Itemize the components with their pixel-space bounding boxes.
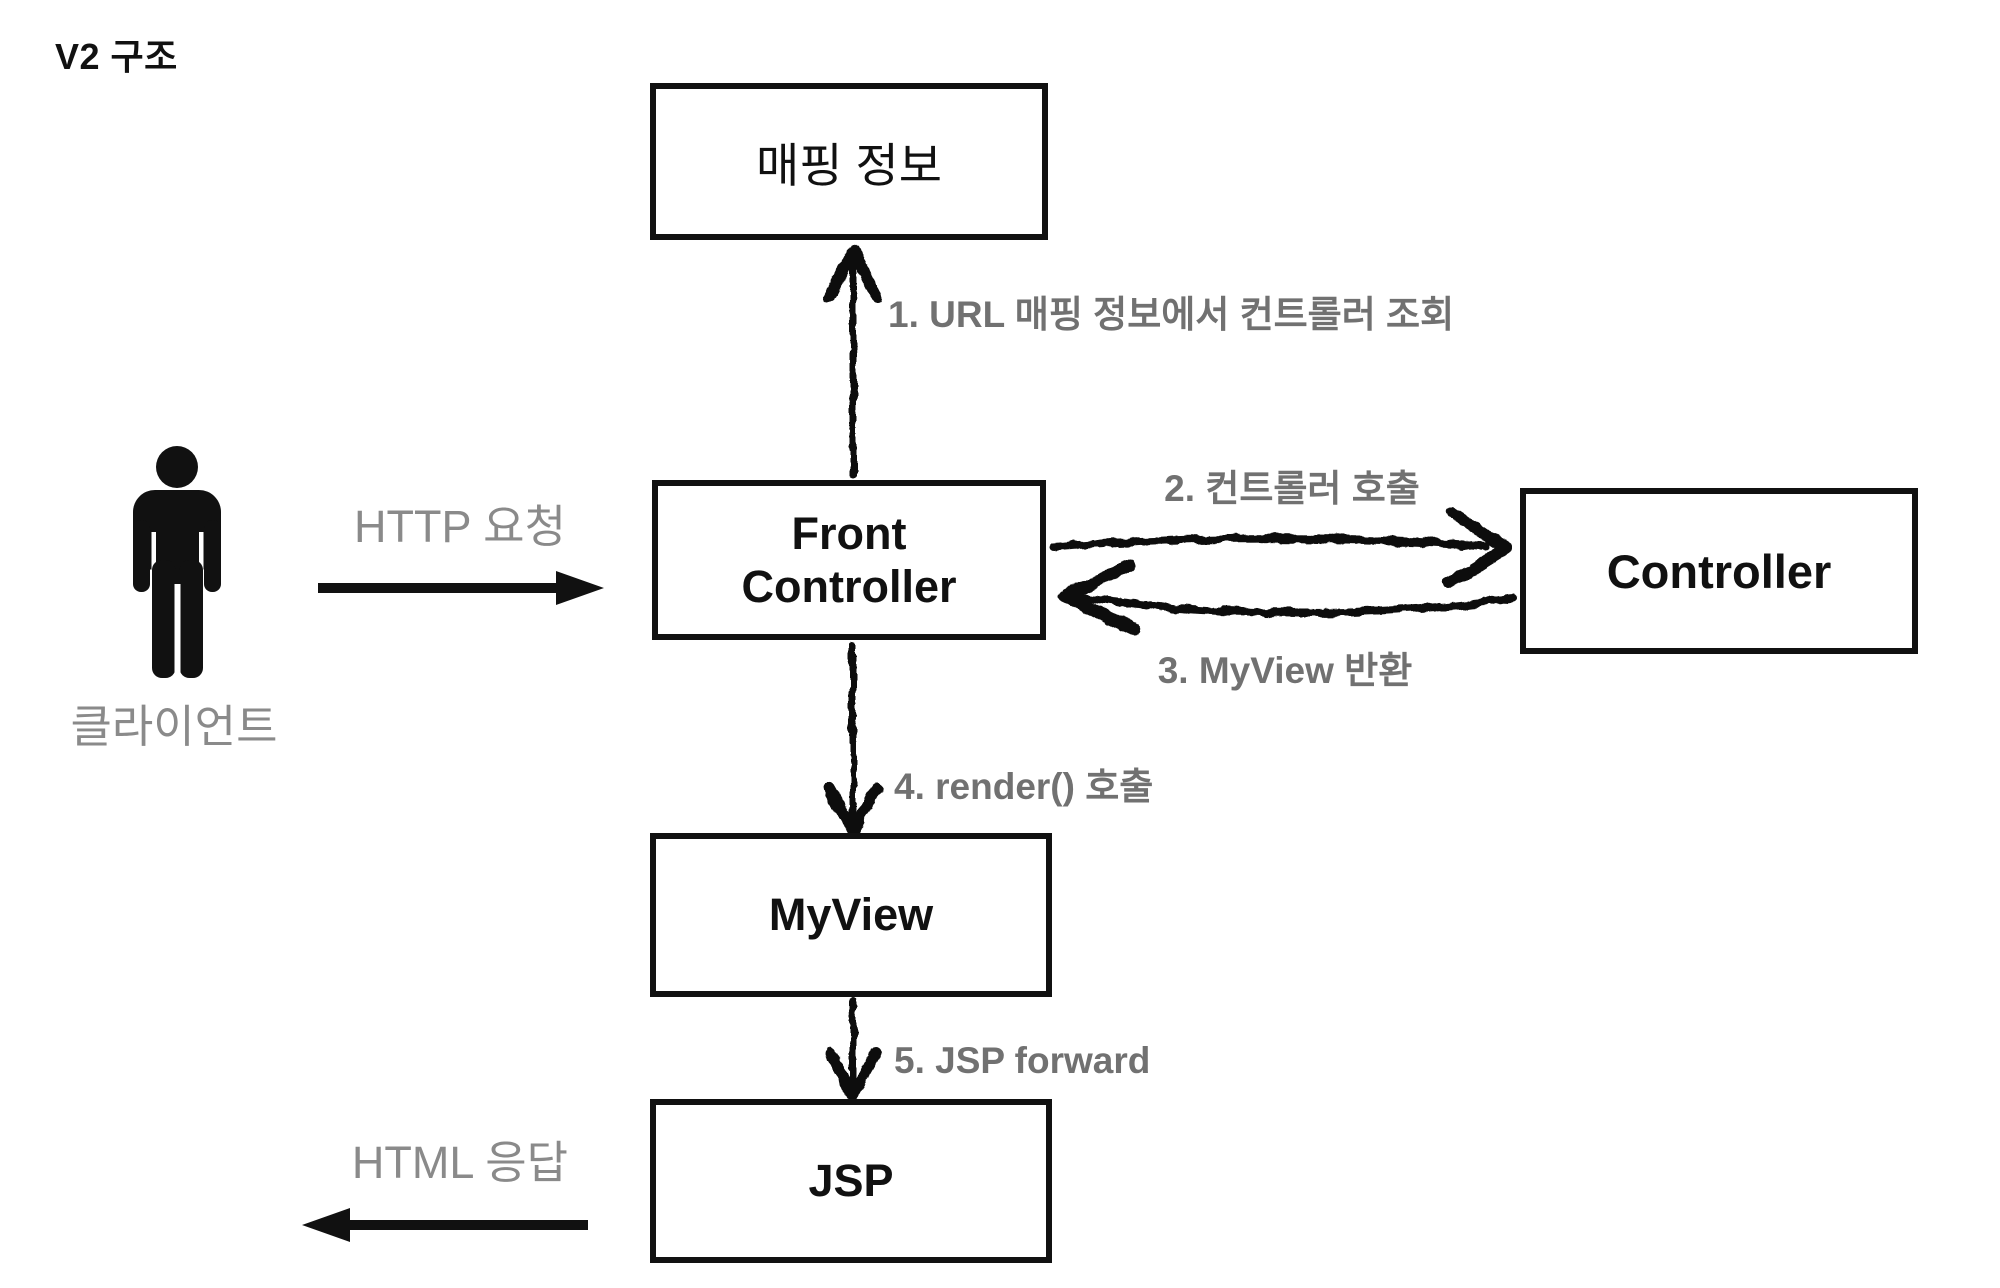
jsp-label: JSP [808,1155,894,1206]
step1-arrow-up-icon [823,244,883,480]
controller-label: Controller [1606,544,1832,598]
front-controller-box: Front Controller [652,480,1046,640]
step4-arrow-down-icon [823,642,883,836]
person-icon [133,446,221,678]
mapping-info-label: 매핑 정보 [755,139,943,192]
jsp-box: JSP [650,1099,1052,1263]
myview-label: MyView [768,889,934,940]
step3-label: 3. MyView 반환 [1157,650,1413,691]
front-controller-label-line1: Front [791,507,907,559]
step2-label: 2. 컨트롤러 호출 [1164,468,1420,509]
step5-arrow-down-icon [823,996,883,1100]
html-response-label: HTML 응답 [351,1137,569,1188]
http-request-arrow-icon [318,571,604,605]
step3-arrow-left-icon [1058,559,1518,636]
step1-label: 1. URL 매핑 정보에서 컨트롤러 조회 [888,294,1455,335]
step2-arrow-right-icon [1050,507,1512,590]
controller-box: Controller [1520,488,1918,654]
step4-label: 4. render() 호출 [894,766,1154,807]
front-controller-label: Front Controller [741,507,956,613]
mapping-info-box: 매핑 정보 [650,83,1048,240]
html-response-arrow-icon [302,1208,588,1242]
http-request-label: HTTP 요청 [354,501,566,552]
client-label: 클라이언트 [70,701,278,752]
step5-label: 5. JSP forward [894,1040,1151,1081]
front-controller-label-line2: Controller [741,561,957,612]
myview-box: MyView [650,833,1052,997]
page-title: V2 구조 [55,36,178,77]
